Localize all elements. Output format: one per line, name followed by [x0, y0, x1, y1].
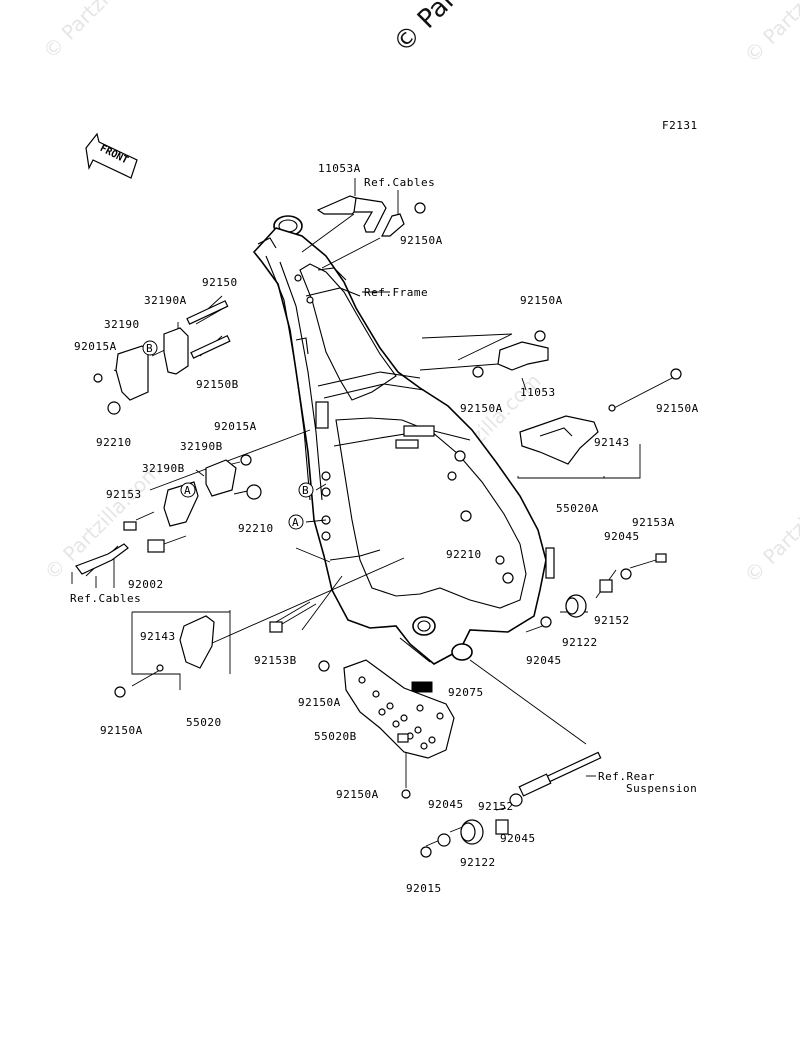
guard-55020 [179, 615, 215, 669]
skid-plate-55020B [343, 659, 455, 759]
part-label: 32190A [144, 294, 187, 307]
part-label: 92210 [446, 548, 482, 561]
part-label: 92045 [604, 530, 640, 543]
part-label: 92150B [196, 378, 239, 391]
part-label: 92210 [238, 522, 274, 535]
ref-label: Ref.Cables [364, 176, 435, 189]
part-label: 32190B [142, 462, 185, 475]
part-label: 92152 [594, 614, 630, 627]
part-label: 92015A [214, 420, 257, 433]
part-label: 92015A [74, 340, 117, 353]
part-label: 92015 [406, 882, 442, 895]
watermark: © Partzilla.com [38, 0, 164, 63]
part-label: 92045 [526, 654, 562, 667]
motorcycle-frame [252, 215, 555, 665]
bracket-32190B-b [205, 459, 237, 497]
part-label: 92150 [202, 276, 238, 289]
watermark: © Partzilla.com [739, 461, 800, 587]
part-label: 92045 [428, 798, 464, 811]
ref-label: Ref.Frame [364, 286, 428, 299]
part-label: 92150A [336, 788, 379, 801]
part-label: 92150A [400, 234, 443, 247]
part-label: 55020 [186, 716, 222, 729]
callouts: B A B A [142, 340, 314, 530]
figure-code: F2131 [662, 119, 698, 132]
ref-label: Ref.Rear [598, 770, 655, 783]
callout-a-left [180, 482, 196, 498]
part-label: 92150A [298, 696, 341, 709]
callout-b-frame-label: B [302, 484, 309, 497]
part-label: 92143 [140, 630, 176, 643]
part-label: 55020B [314, 730, 357, 743]
bracket-32190 [115, 345, 149, 401]
part-label: 92150A [460, 402, 503, 415]
part-label: 92210 [96, 436, 132, 449]
front-arrow-icon: FRONT [85, 132, 138, 179]
part-label: 92143 [594, 436, 630, 449]
part-label: 11053A [318, 162, 361, 175]
part-label: 55020A [556, 502, 599, 515]
callout-a-frame-label: A [292, 516, 299, 529]
callout-a-frame [288, 514, 304, 530]
part-label: 92153A [632, 516, 675, 529]
part-labels: 11053A Ref.Cables 92150A Ref.Frame 92150… [70, 162, 699, 895]
part-label: 92122 [562, 636, 598, 649]
bracket-11053 [497, 341, 549, 371]
bracket-32190A [163, 327, 189, 375]
watermark: © Partzilla.com [739, 0, 800, 68]
part-label: 92150A [520, 294, 563, 307]
ref-label: Ref.Cables [70, 592, 141, 605]
part-label: 92045 [500, 832, 536, 845]
callout-a-left-label: A [184, 484, 191, 497]
part-label: 11053 [520, 386, 556, 399]
guard-55020A [519, 415, 599, 465]
callout-b-left [142, 340, 158, 356]
watermark: © Partzilla.com [39, 459, 165, 585]
callout-b-left-label: B [146, 342, 153, 355]
part-label: 92153B [254, 654, 297, 667]
ref-label: Suspension [626, 782, 697, 795]
part-label: 92122 [460, 856, 496, 869]
part-label: 92002 [128, 578, 164, 591]
part-label: 32190 [104, 318, 140, 331]
part-label: 92152 [478, 800, 514, 813]
part-label: 92153 [106, 488, 142, 501]
callout-b-frame [298, 482, 314, 498]
part-label: 92150A [656, 402, 699, 415]
part-shapes [75, 195, 682, 858]
part-label: 32190B [180, 440, 223, 453]
part-label: 92075 [448, 686, 484, 699]
part-label: 92150A [100, 724, 143, 737]
bracket-11053A [316, 195, 359, 215]
watermark-top: © Partz [388, 0, 479, 59]
